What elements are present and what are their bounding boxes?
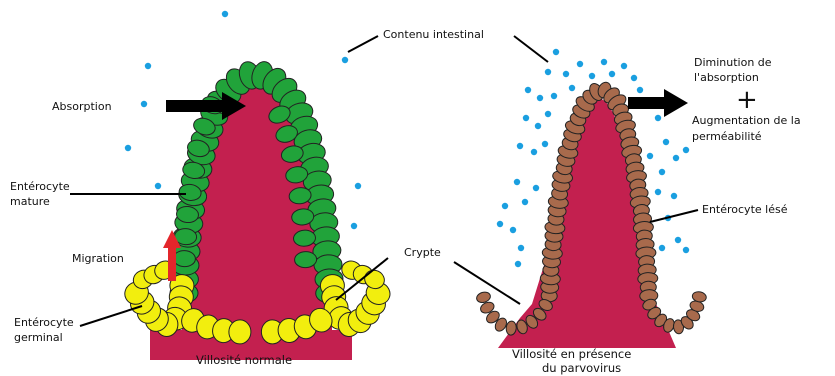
content-particle	[675, 237, 681, 243]
content-particle	[621, 63, 627, 69]
content-particle	[515, 261, 521, 267]
diminution-arrow	[628, 89, 688, 117]
content-particle	[663, 139, 669, 145]
content-particle	[125, 145, 131, 151]
content-particle	[342, 57, 348, 63]
germinal-enterocyte	[229, 320, 252, 345]
content-particle	[533, 185, 539, 191]
diminution-label-2: l'absorption	[694, 71, 759, 84]
normal-villus	[121, 59, 393, 360]
content-particle	[563, 71, 569, 77]
content-particle	[355, 183, 361, 189]
content-particle	[545, 69, 551, 75]
mature-enterocyte	[294, 251, 317, 268]
caption-villosite-parvovirus-1: Villosité en présence	[512, 347, 631, 361]
content-particle	[671, 193, 677, 199]
content-particle	[551, 93, 557, 99]
content-particle	[577, 61, 583, 67]
germinal-leader-line	[80, 306, 142, 326]
content-particle	[673, 155, 679, 161]
content-particle	[631, 75, 637, 81]
absorption-label: Absorption	[52, 100, 112, 113]
content-particle	[659, 245, 665, 251]
content-particle	[647, 153, 653, 159]
content-particle	[609, 71, 615, 77]
content-particle	[683, 147, 689, 153]
migration-label: Migration	[72, 252, 124, 265]
content-particle	[517, 143, 523, 149]
enterocyte-germinal-label-1: Entérocyte	[14, 316, 74, 329]
content-particle	[655, 189, 661, 195]
augmentation-label-1: Augmentation de la	[692, 114, 801, 127]
content-particle	[531, 149, 537, 155]
content-particle	[637, 87, 643, 93]
caption-villosite-normale: Villosité normale	[196, 353, 292, 367]
enterocyte-mature-label-1: Entérocyte	[10, 180, 70, 193]
crypte-label: Crypte	[404, 246, 441, 259]
contenu-leader-line	[514, 36, 548, 62]
content-particle	[655, 115, 661, 121]
lese-leader-line	[650, 210, 698, 222]
content-particle	[523, 115, 529, 121]
plus-sign: +	[736, 85, 758, 115]
content-particle	[569, 85, 575, 91]
contenu-leader-line-left	[348, 36, 378, 52]
contenu-intestinal-label: Contenu intestinal	[383, 28, 484, 41]
content-particle	[502, 203, 508, 209]
damaged-villus	[475, 80, 707, 348]
content-particle	[545, 111, 551, 117]
enterocyte-mature-label-2: mature	[10, 195, 50, 208]
content-particle	[553, 49, 559, 55]
content-particle	[522, 199, 528, 205]
content-particle	[141, 101, 147, 107]
content-particle	[510, 227, 516, 233]
content-particle	[145, 63, 151, 69]
content-particle	[351, 223, 357, 229]
mature-enterocyte	[173, 250, 196, 267]
content-particle	[601, 59, 607, 65]
caption-villosite-parvovirus-2: du parvovirus	[542, 361, 621, 375]
content-particle	[542, 141, 548, 147]
content-particle	[537, 95, 543, 101]
content-particle	[155, 183, 161, 189]
content-particle	[518, 245, 524, 251]
content-particle	[589, 73, 595, 79]
content-particle	[497, 221, 503, 227]
content-particle	[525, 87, 531, 93]
content-particle	[659, 169, 665, 175]
enterocyte-lese-label: Entérocyte lésé	[702, 203, 788, 216]
enterocyte-germinal-label-2: germinal	[14, 331, 63, 344]
content-particle	[222, 11, 228, 17]
content-particle	[535, 123, 541, 129]
diminution-label-1: Diminution de	[694, 56, 772, 69]
augmentation-label-2: perméabilité	[692, 130, 762, 143]
content-particle	[683, 247, 689, 253]
content-particle	[514, 179, 520, 185]
